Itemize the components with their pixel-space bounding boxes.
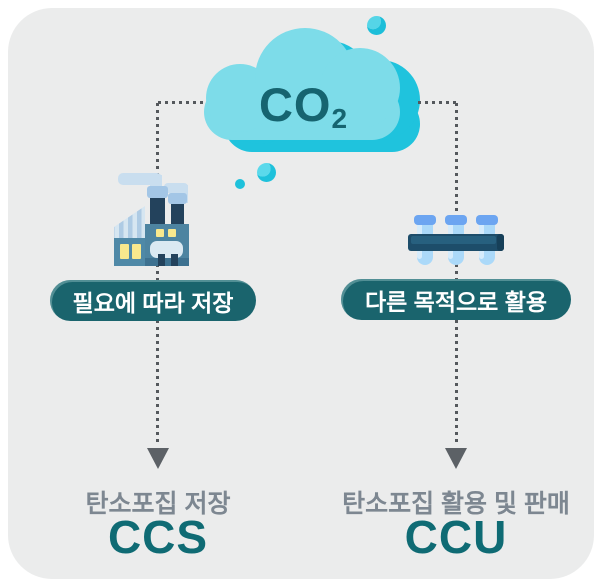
left-branch-pill: 필요에 따라 저장 xyxy=(50,280,256,321)
background-card: CO 2 xyxy=(8,8,594,579)
dotted-connector-right-horizontal xyxy=(418,101,457,104)
co2-cloud-icon xyxy=(204,28,420,152)
co2-formula: CO 2 xyxy=(233,72,373,136)
right-branch-pill-label: 다른 목적으로 활용 xyxy=(364,288,548,315)
right-branch-caption: 탄소포집 활용 및 판매 xyxy=(342,490,570,518)
dotted-connector-left-vertical xyxy=(156,103,159,446)
bubble-icon xyxy=(367,16,386,35)
left-branch-caption: 탄소포집 저장 xyxy=(85,490,231,518)
co2-formula-main: CO xyxy=(258,77,332,131)
bubble-icon xyxy=(235,179,245,189)
left-branch-pill-label: 필요에 따라 저장 xyxy=(72,289,234,316)
co2-formula-subscript: 2 xyxy=(331,103,348,134)
arrow-down-icon xyxy=(445,448,467,469)
bubble-icon xyxy=(257,163,276,182)
dotted-connector-right-vertical xyxy=(455,103,458,446)
right-branch-pill: 다른 목적으로 활용 xyxy=(341,279,571,320)
dotted-connector-left-horizontal xyxy=(158,101,206,104)
arrow-down-icon xyxy=(147,448,169,469)
factory-icon xyxy=(114,173,189,266)
right-branch-acronym: CCU xyxy=(404,511,508,563)
left-branch-acronym: CCS xyxy=(107,511,209,563)
test-tube-rack-icon xyxy=(408,215,504,265)
